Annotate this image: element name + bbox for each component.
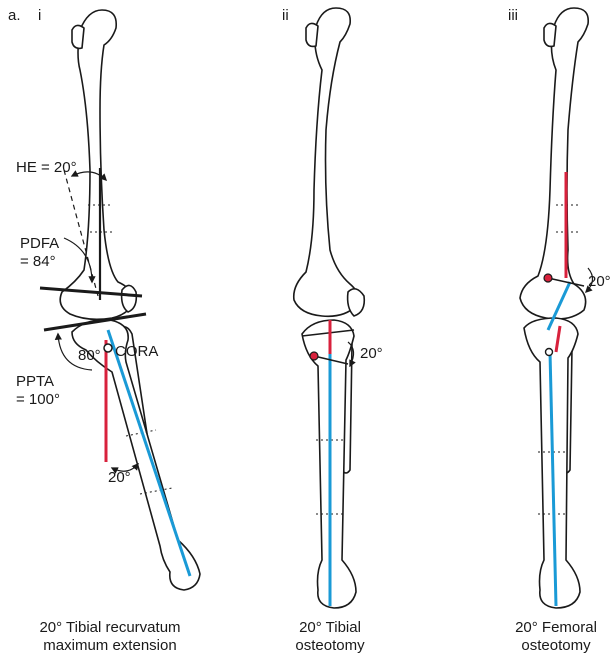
- panel-ii-hinge-point: [309, 351, 319, 361]
- panel-i: i HE = 20° PDFA = 84° 80° CORA: [16, 7, 201, 654]
- panel-ii-caption-1: 20° Tibial: [299, 619, 361, 636]
- panel-iii-20-arc: [584, 267, 594, 294]
- panel-iii-blue-axis-femur: [546, 281, 572, 331]
- panel-iii-red-line-lower: [554, 325, 562, 353]
- panel-iii-caption-1: 20° Femoral: [515, 619, 597, 636]
- panel-i-pdfa-label-2: = 84°: [20, 253, 56, 270]
- panel-i-ppta-arc: [54, 332, 93, 371]
- panel-iii-center-point: [544, 347, 554, 357]
- panel-label: a.: [8, 7, 21, 24]
- panel-iii-trochanter: [543, 22, 557, 48]
- panel-i-pdfa-arc: [63, 237, 96, 284]
- panel-ii-patella: [346, 288, 366, 317]
- panel-ii-osteotomy-line: [313, 355, 349, 365]
- panel-i-caption-2: maximum extension: [43, 637, 176, 654]
- panel-i-trochanter: [71, 24, 85, 50]
- panel-i-cora-label: CORA: [115, 343, 158, 360]
- panel-i-20-arc: [110, 462, 139, 474]
- panel-i-dashed-axis: [63, 169, 99, 297]
- panel-i-caption-1: 20° Tibial recurvatum: [39, 619, 180, 636]
- panel-iii-20-label: 20°: [588, 273, 611, 290]
- panel-iii-caption-2: osteotomy: [521, 637, 591, 654]
- panel-i-blue-axis: [106, 329, 192, 577]
- panel-i-cora-point: [103, 343, 113, 353]
- panel-i-numeral: i: [38, 7, 41, 24]
- panel-i-20-label: 20°: [108, 469, 131, 486]
- panel-i-tibial-plateau-line: [43, 312, 147, 332]
- panel-ii: ii 20° 20° Tibial osteotomy: [282, 7, 383, 654]
- panel-ii-numeral: ii: [282, 7, 289, 24]
- panel-i-pdfa-label-1: PDFA: [20, 235, 59, 252]
- panel-iii-femur: [519, 7, 590, 320]
- panel-i-dotline-4: [139, 487, 173, 495]
- panel-i-ppta-label-2: = 100°: [16, 391, 60, 408]
- panel-iii: iii 20° 20° Femoral osteotomy: [508, 7, 611, 654]
- panel-ii-femur: [292, 7, 359, 318]
- panel-ii-20-label: 20°: [360, 345, 383, 362]
- panel-i-tibia: [71, 318, 201, 591]
- panel-ii-trochanter: [305, 22, 319, 48]
- panel-i-knee-joint-line: [39, 286, 143, 298]
- panel-ii-caption-2: osteotomy: [295, 637, 365, 654]
- panel-i-he-label: HE = 20°: [16, 159, 77, 176]
- panel-iii-numeral: iii: [508, 7, 518, 24]
- panel-iii-osteotomy-line: [547, 277, 585, 287]
- panel-i-he-arc: [70, 170, 108, 182]
- panel-iii-blue-axis-tibia: [548, 351, 558, 607]
- panel-ii-plateau-line: [301, 329, 355, 337]
- panel-iii-hinge-point: [543, 273, 553, 283]
- panel-i-patella: [120, 284, 138, 313]
- panel-ii-20-arc: [347, 341, 356, 368]
- panel-i-ppta-label-1: PPTA: [16, 373, 54, 390]
- panel-i-80-label: 80°: [78, 347, 101, 364]
